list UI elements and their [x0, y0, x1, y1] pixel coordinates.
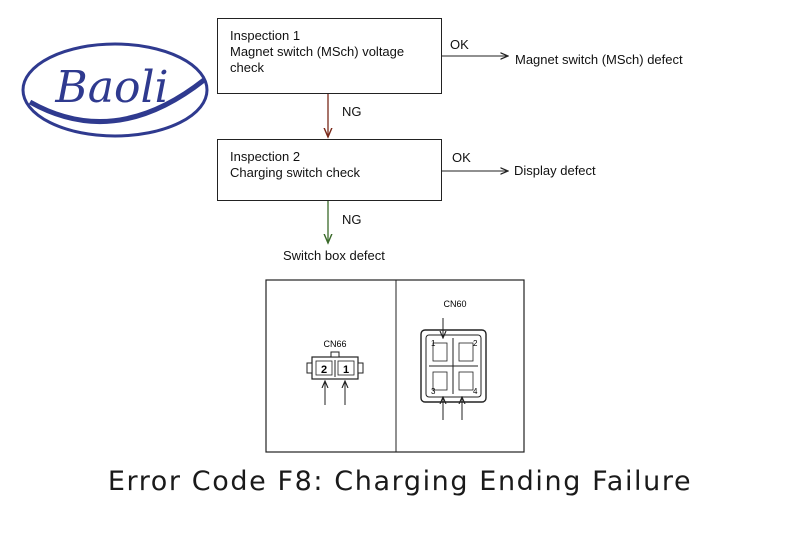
page-caption: Error Code F8: Charging Ending Failure [107, 466, 693, 497]
baoli-logo: Baoli [21, 42, 209, 138]
ok-1-label: OK [450, 37, 469, 52]
cn60-connector [420, 318, 487, 420]
inspection-1-line2: Magnet switch (MSch) voltage [230, 44, 405, 59]
cn60-pin-2: 2 [473, 339, 478, 348]
inspection-2-line2: Charging switch check [230, 165, 361, 180]
ng-1-label: NG [342, 104, 362, 119]
cn60-pin-3: 3 [431, 387, 436, 396]
cn66-label: CN66 [323, 339, 346, 349]
inspection-1-box: Inspection 1 Magnet switch (MSch) voltag… [217, 18, 442, 94]
cn66-pin-1: 1 [343, 364, 349, 376]
inspection-1-title: Inspection 1 [230, 28, 301, 43]
result-2-text: Display defect [514, 163, 596, 178]
inspection-1-line3: check [230, 60, 264, 75]
result-1-text: Magnet switch (MSch) defect [515, 52, 683, 67]
cn66-pin-2: 2 [321, 364, 327, 376]
cn66-connector [306, 351, 364, 405]
ok-2-label: OK [452, 150, 471, 165]
inspection-2-title: Inspection 2 [230, 149, 301, 164]
ng-2-label: NG [342, 212, 362, 227]
cn60-pin-4: 4 [473, 387, 478, 396]
cn60-label: CN60 [443, 299, 466, 309]
cn60-pin-1: 1 [431, 339, 436, 348]
final-result-text: Switch box defect [283, 248, 385, 263]
inspection-2-box: Inspection 2 Charging switch check [217, 139, 442, 201]
logo-text: Baoli [54, 62, 168, 113]
